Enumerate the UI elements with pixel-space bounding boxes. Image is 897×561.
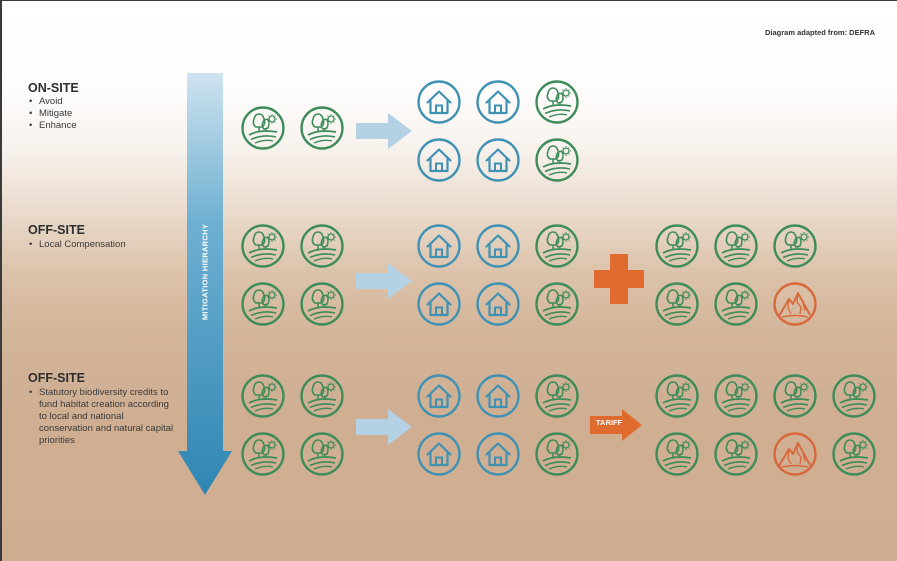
flow-arrow [356,113,412,149]
house-icon [416,223,462,269]
woodland-meadow-icon [772,223,818,269]
stage-1-list: Avoid Mitigate Enhance [28,96,77,132]
house-icon [475,373,521,419]
woodland-meadow-icon [654,373,700,419]
woodland-meadow-icon [240,281,286,327]
woodland-meadow-icon [534,79,580,125]
house-icon [416,373,462,419]
woodland-meadow-icon [654,281,700,327]
tariff-arrow [590,409,642,441]
house-icon [475,281,521,327]
stage-1-title: ON-SITE [28,81,79,95]
woodland-meadow-icon [654,431,700,477]
stage-2-list: Local Compensation [28,239,126,251]
tariff-label: TARIFF [596,418,623,427]
flow-arrow [356,263,412,299]
woodland-meadow-icon [240,105,286,151]
stage-1-bullet: Avoid [28,96,77,108]
house-icon [416,79,462,125]
woodland-meadow-icon [299,281,345,327]
house-icon [416,137,462,183]
stage-2-bullet: Local Compensation [28,239,126,251]
woodland-meadow-icon [831,431,877,477]
stage-1-bullet: Mitigate [28,108,77,120]
woodland-meadow-icon [713,223,759,269]
house-icon [475,223,521,269]
house-icon [475,79,521,125]
woodland-meadow-icon [831,373,877,419]
stage-3-title: OFF-SITE [28,371,85,385]
woodland-meadow-icon [240,223,286,269]
woodland-meadow-icon [299,373,345,419]
house-icon [416,431,462,477]
stage-3-bullet: Statutory biodiversity credits to fund h… [28,387,178,447]
flow-arrow [356,409,412,445]
mitigation-hierarchy-label: MITIGATION HIERARCHY [200,223,210,321]
house-icon [416,281,462,327]
woodland-meadow-icon [772,373,818,419]
woodland-meadow-icon [534,431,580,477]
woodland-meadow-icon [534,373,580,419]
woodland-meadow-icon [713,281,759,327]
woodland-meadow-icon [654,223,700,269]
woodland-meadow-icon [534,281,580,327]
woodland-meadow-icon [299,431,345,477]
woodland-meadow-icon [299,105,345,151]
source-attribution: Diagram adapted from: DEFRA [764,28,875,37]
woodland-meadow-icon [713,431,759,477]
mitigation-hierarchy-arrow [178,73,232,495]
plus-icon [594,254,644,304]
woodland-meadow-icon [240,431,286,477]
stage-3-list: Statutory biodiversity credits to fund h… [28,387,178,447]
woodland-meadow-icon [240,373,286,419]
house-icon [475,137,521,183]
house-icon [475,431,521,477]
stage-2-title: OFF-SITE [28,223,85,237]
mountain-icon [772,431,818,477]
mountain-icon [772,281,818,327]
woodland-meadow-icon [713,373,759,419]
woodland-meadow-icon [534,137,580,183]
woodland-meadow-icon [534,223,580,269]
stage-1-bullet: Enhance [28,120,77,132]
woodland-meadow-icon [299,223,345,269]
